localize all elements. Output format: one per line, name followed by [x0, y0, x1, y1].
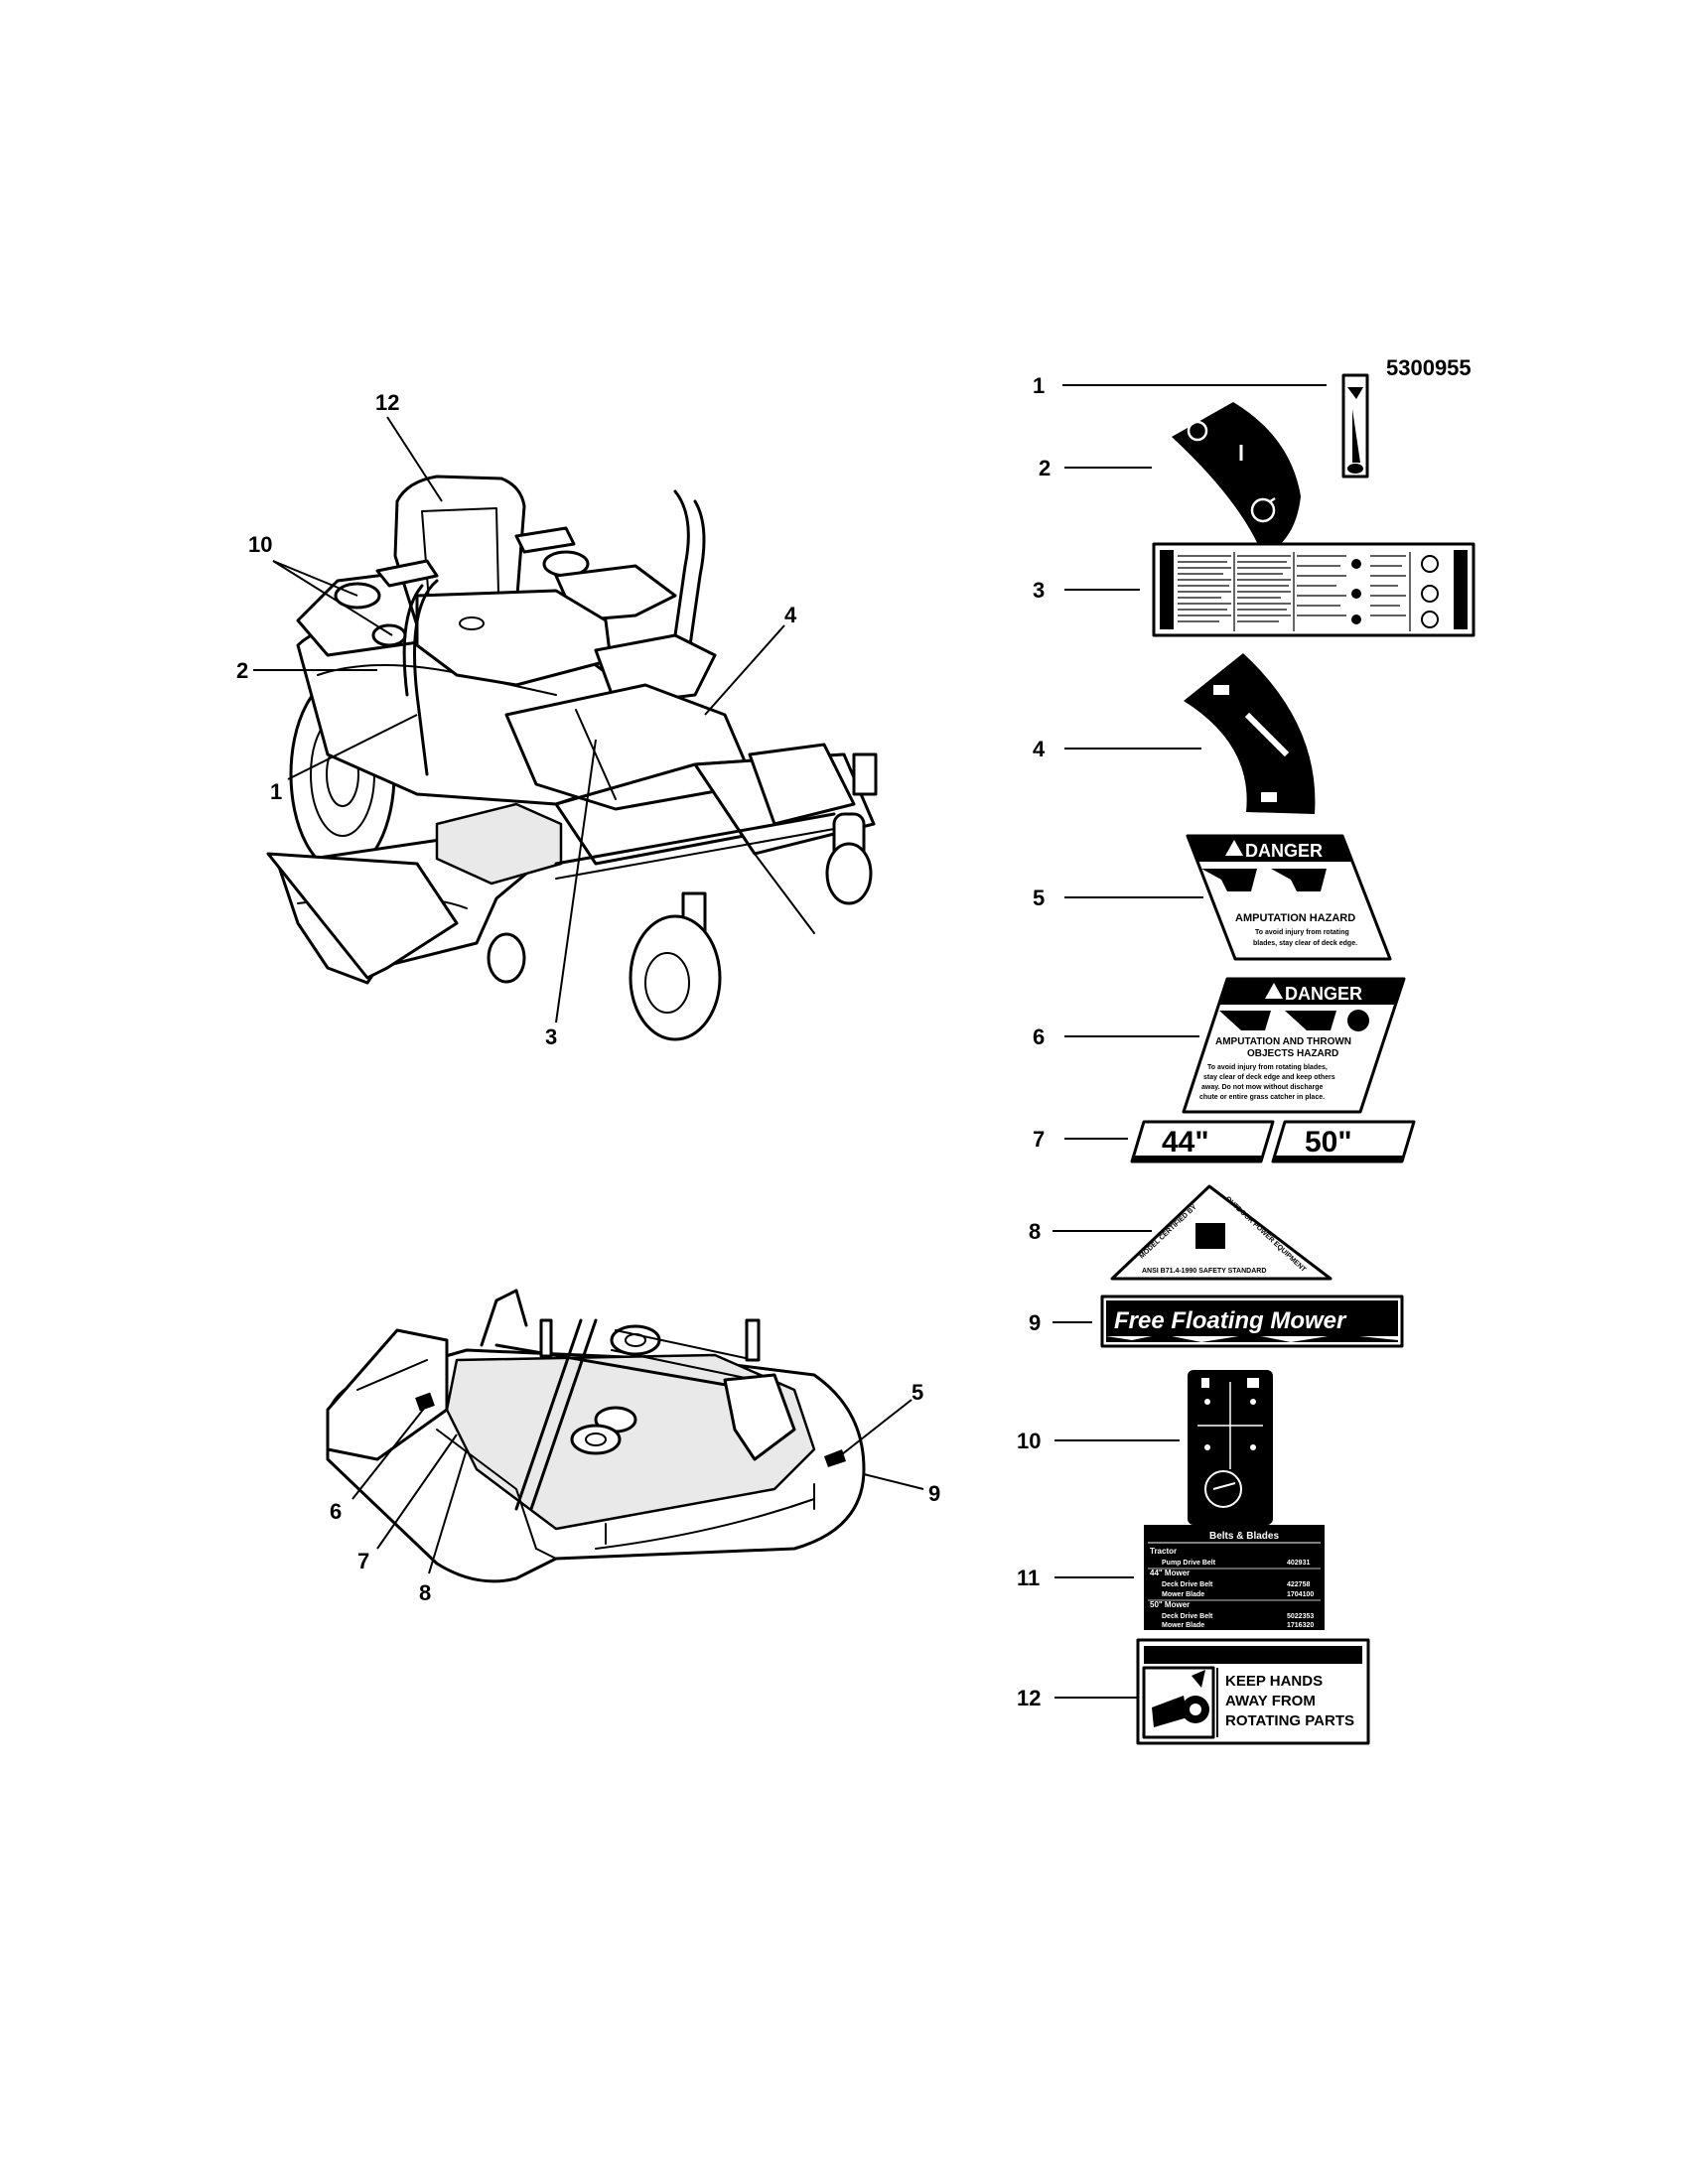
- decal-9-free-floating-mower: Free Floating Mower: [1100, 1295, 1404, 1348]
- danger6-title2: OBJECTS HAZARD: [1247, 1048, 1338, 1059]
- belts-row-label: 44" Mower: [1150, 1569, 1190, 1577]
- zero-turn-mower-illustration: [266, 475, 878, 1041]
- belts-row-part: 1716320: [1287, 1622, 1314, 1629]
- keep-hands-line1: KEEP HANDS: [1225, 1673, 1323, 1690]
- decal-10-control-panel: [1188, 1370, 1273, 1525]
- decal-8-certification-triangle: MODEL CERTIFIED BY OUTDOOR POWER EQUIPME…: [1110, 1184, 1333, 1281]
- danger5-body2: blades, stay clear of deck edge.: [1253, 940, 1357, 947]
- belts-row-label: Mower Blade: [1162, 1622, 1204, 1629]
- danger6-title1: AMPUTATION AND THROWN: [1215, 1036, 1351, 1047]
- belts-row-part: 5022353: [1287, 1613, 1314, 1620]
- decal-12-keep-hands-away: KEEP HANDS AWAY FROM ROTATING PARTS: [1136, 1638, 1370, 1745]
- callout-2: 2: [236, 658, 248, 683]
- belts-title: Belts & Blades: [1209, 1531, 1279, 1542]
- index-8: 8: [1029, 1219, 1041, 1244]
- decal-6-danger-thrown-objects: DANGER AMPUTATION AND THROWN OBJECTS HAZ…: [1182, 977, 1406, 1114]
- danger5-title: AMPUTATION HAZARD: [1235, 912, 1355, 924]
- index-5: 5: [1033, 886, 1045, 910]
- mower-leaders: [253, 416, 785, 1024]
- belts-row-label: Mower Blade: [1162, 1591, 1204, 1598]
- danger6-body3: away. Do not mow without discharge: [1201, 1084, 1323, 1091]
- index-11: 11: [1017, 1566, 1040, 1590]
- decal-4-throttle-quadrant: [1184, 653, 1316, 814]
- index-7: 7: [1033, 1127, 1045, 1152]
- keep-hands-line3: ROTATING PARTS: [1225, 1712, 1354, 1729]
- callout-4: 4: [784, 603, 797, 627]
- callout-5: 5: [912, 1380, 923, 1405]
- decal-2-ignition: O I: [1172, 402, 1301, 556]
- decal-5-danger-amputation: DANGER AMPUTATION HAZARD To avoid injury…: [1186, 834, 1392, 961]
- callout-1: 1: [270, 779, 282, 804]
- belts-row-label: Deck Drive Belt: [1162, 1613, 1213, 1620]
- danger6-body4: chute or entire grass catcher in place.: [1199, 1094, 1325, 1101]
- free-floating-label: Free Floating Mower: [1114, 1307, 1347, 1334]
- callout-9: 9: [928, 1481, 940, 1506]
- index-12: 12: [1017, 1686, 1041, 1710]
- decal-3-operating-instructions: [1152, 542, 1475, 637]
- callout-3: 3: [545, 1024, 557, 1049]
- deck-callout-labels: 5 9 6 7 8: [330, 1380, 940, 1605]
- callout-10: 10: [248, 532, 272, 557]
- callout-12: 12: [375, 390, 399, 415]
- mower-callout-labels: 12 10 2 1 4 3: [236, 390, 797, 1049]
- index-3: 3: [1033, 578, 1045, 603]
- belts-row-part: 1704100: [1287, 1591, 1314, 1598]
- callout-6: 6: [330, 1499, 342, 1524]
- danger6-body2: stay clear of deck edge and keep others: [1203, 1074, 1335, 1081]
- danger5-body1: To avoid injury from rotating: [1255, 929, 1349, 936]
- part-number: 5300955: [1386, 355, 1472, 380]
- danger6-body1: To avoid injury from rotating blades,: [1207, 1064, 1328, 1071]
- index-4: 4: [1033, 737, 1046, 761]
- decal-11-belts-blades: Belts & Blades Tractor Pump Drive Belt 4…: [1144, 1525, 1325, 1630]
- mower-deck-illustration: [326, 1289, 866, 1583]
- index-10: 10: [1017, 1429, 1041, 1453]
- cert-bottom-text: ANSI B71.4-1990 SAFETY STANDARD: [1142, 1268, 1266, 1275]
- belts-row-label: Tractor: [1150, 1547, 1177, 1556]
- index-9: 9: [1029, 1310, 1041, 1335]
- deck-leaders: [351, 1399, 924, 1574]
- danger6-header: DANGER: [1285, 984, 1362, 1004]
- belts-row-label: 50" Mower: [1150, 1600, 1190, 1609]
- belts-row-part: 422758: [1287, 1581, 1310, 1588]
- decal-7-size-badges: 44" 50": [1130, 1120, 1416, 1163]
- callout-8: 8: [419, 1580, 431, 1605]
- index-6: 6: [1033, 1024, 1045, 1049]
- decal-index-labels: 1 2 3 4 5 6 7 8 9 10 11 12: [1017, 373, 1051, 1710]
- index-2: 2: [1039, 456, 1051, 480]
- belts-rows: Tractor Pump Drive Belt 402931 44" Mower…: [1150, 1547, 1314, 1629]
- belts-row-label: Deck Drive Belt: [1162, 1581, 1213, 1588]
- belts-row-label: Pump Drive Belt: [1162, 1560, 1216, 1567]
- belts-row-part: 402931: [1287, 1560, 1310, 1567]
- keep-hands-line2: AWAY FROM: [1225, 1693, 1316, 1709]
- decal-index-leaders: [1052, 384, 1327, 1699]
- danger5-header: DANGER: [1245, 841, 1323, 861]
- callout-7: 7: [357, 1549, 369, 1573]
- decal-1-throttle-strip: [1341, 373, 1369, 478]
- size-44-label: 44": [1162, 1126, 1209, 1159]
- size-50-label: 50": [1305, 1126, 1352, 1159]
- index-1: 1: [1033, 373, 1045, 398]
